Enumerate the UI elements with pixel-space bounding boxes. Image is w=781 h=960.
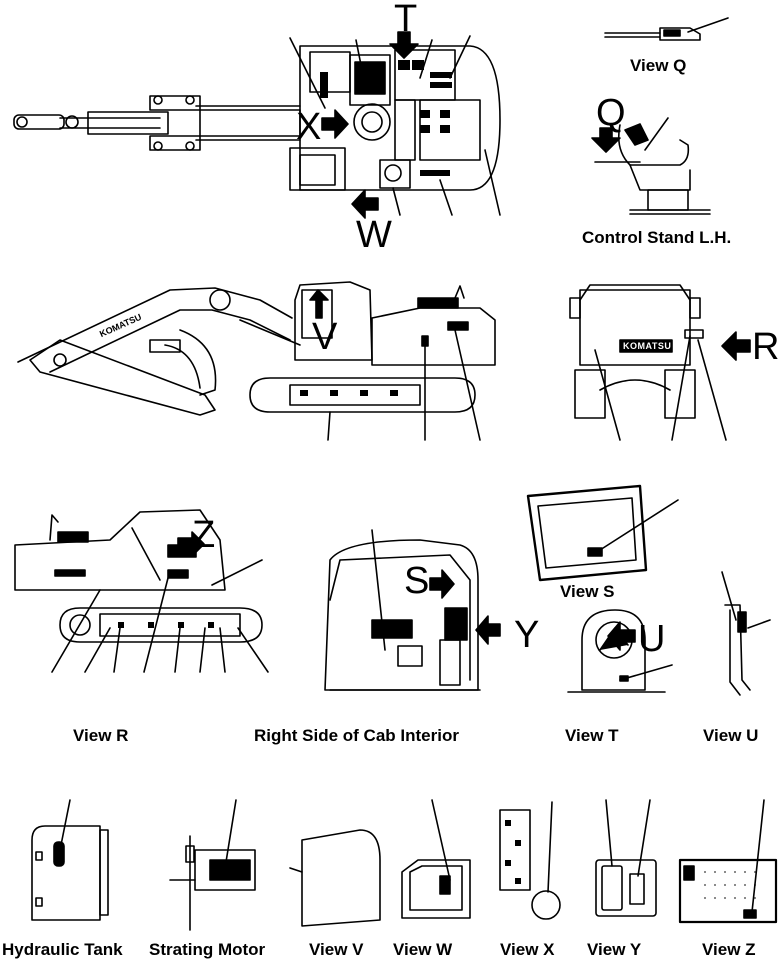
machine-rear-view	[569, 284, 751, 441]
view-u-drawing	[721, 571, 771, 696]
machine-top-view	[13, 31, 501, 219]
view-t-drawing	[567, 609, 673, 693]
cab-interior-drawing	[324, 529, 501, 691]
view-q-drawing	[604, 17, 729, 41]
view-z-drawing	[678, 799, 778, 924]
caption-view-y: View Y	[587, 940, 642, 959]
view-letter-x: X	[296, 106, 322, 148]
view-letter-v: V	[312, 316, 338, 358]
view-y-drawing	[595, 799, 657, 917]
caption-view-t: View T	[565, 726, 619, 745]
view-letter-z: Z	[192, 514, 216, 556]
view-letter-w: W	[356, 214, 392, 256]
view-letter-y: Y	[514, 614, 540, 656]
brand-mark-rear: KOMATSU	[623, 341, 672, 351]
view-x-drawing	[499, 801, 561, 920]
view-v-drawing	[289, 829, 381, 927]
view-letter-s: S	[404, 560, 430, 602]
caption-view-u: View U	[703, 726, 759, 745]
view-letter-q: Q	[596, 92, 626, 134]
view-w-drawing	[401, 799, 471, 919]
caption-view-x: View X	[500, 940, 555, 959]
caption-view-w: View W	[393, 940, 453, 959]
caption-starting-motor: Strating Motor	[149, 940, 266, 959]
caption-view-q: View Q	[630, 56, 687, 75]
control-stand-drawing	[591, 117, 711, 215]
machine-side-view	[17, 281, 496, 441]
caption-hydraulic-tank: Hydraulic Tank	[2, 940, 123, 959]
view-letter-r: R	[752, 326, 780, 368]
caption-view-v: View V	[309, 940, 364, 959]
caption-view-z: View Z	[702, 940, 756, 959]
caption-view-s: View S	[560, 582, 615, 601]
hydraulic-tank-drawing	[31, 799, 109, 921]
view-letter-t: T	[394, 0, 418, 40]
caption-control-stand: Control Stand L.H.	[582, 228, 732, 247]
starting-motor-drawing	[169, 799, 256, 931]
caption-view-r: View R	[73, 726, 129, 745]
view-r-drawing	[14, 509, 269, 673]
view-letter-u: U	[638, 618, 666, 660]
view-s-drawing	[526, 484, 679, 582]
caption-cab-interior: Right Side of Cab Interior	[254, 726, 459, 745]
